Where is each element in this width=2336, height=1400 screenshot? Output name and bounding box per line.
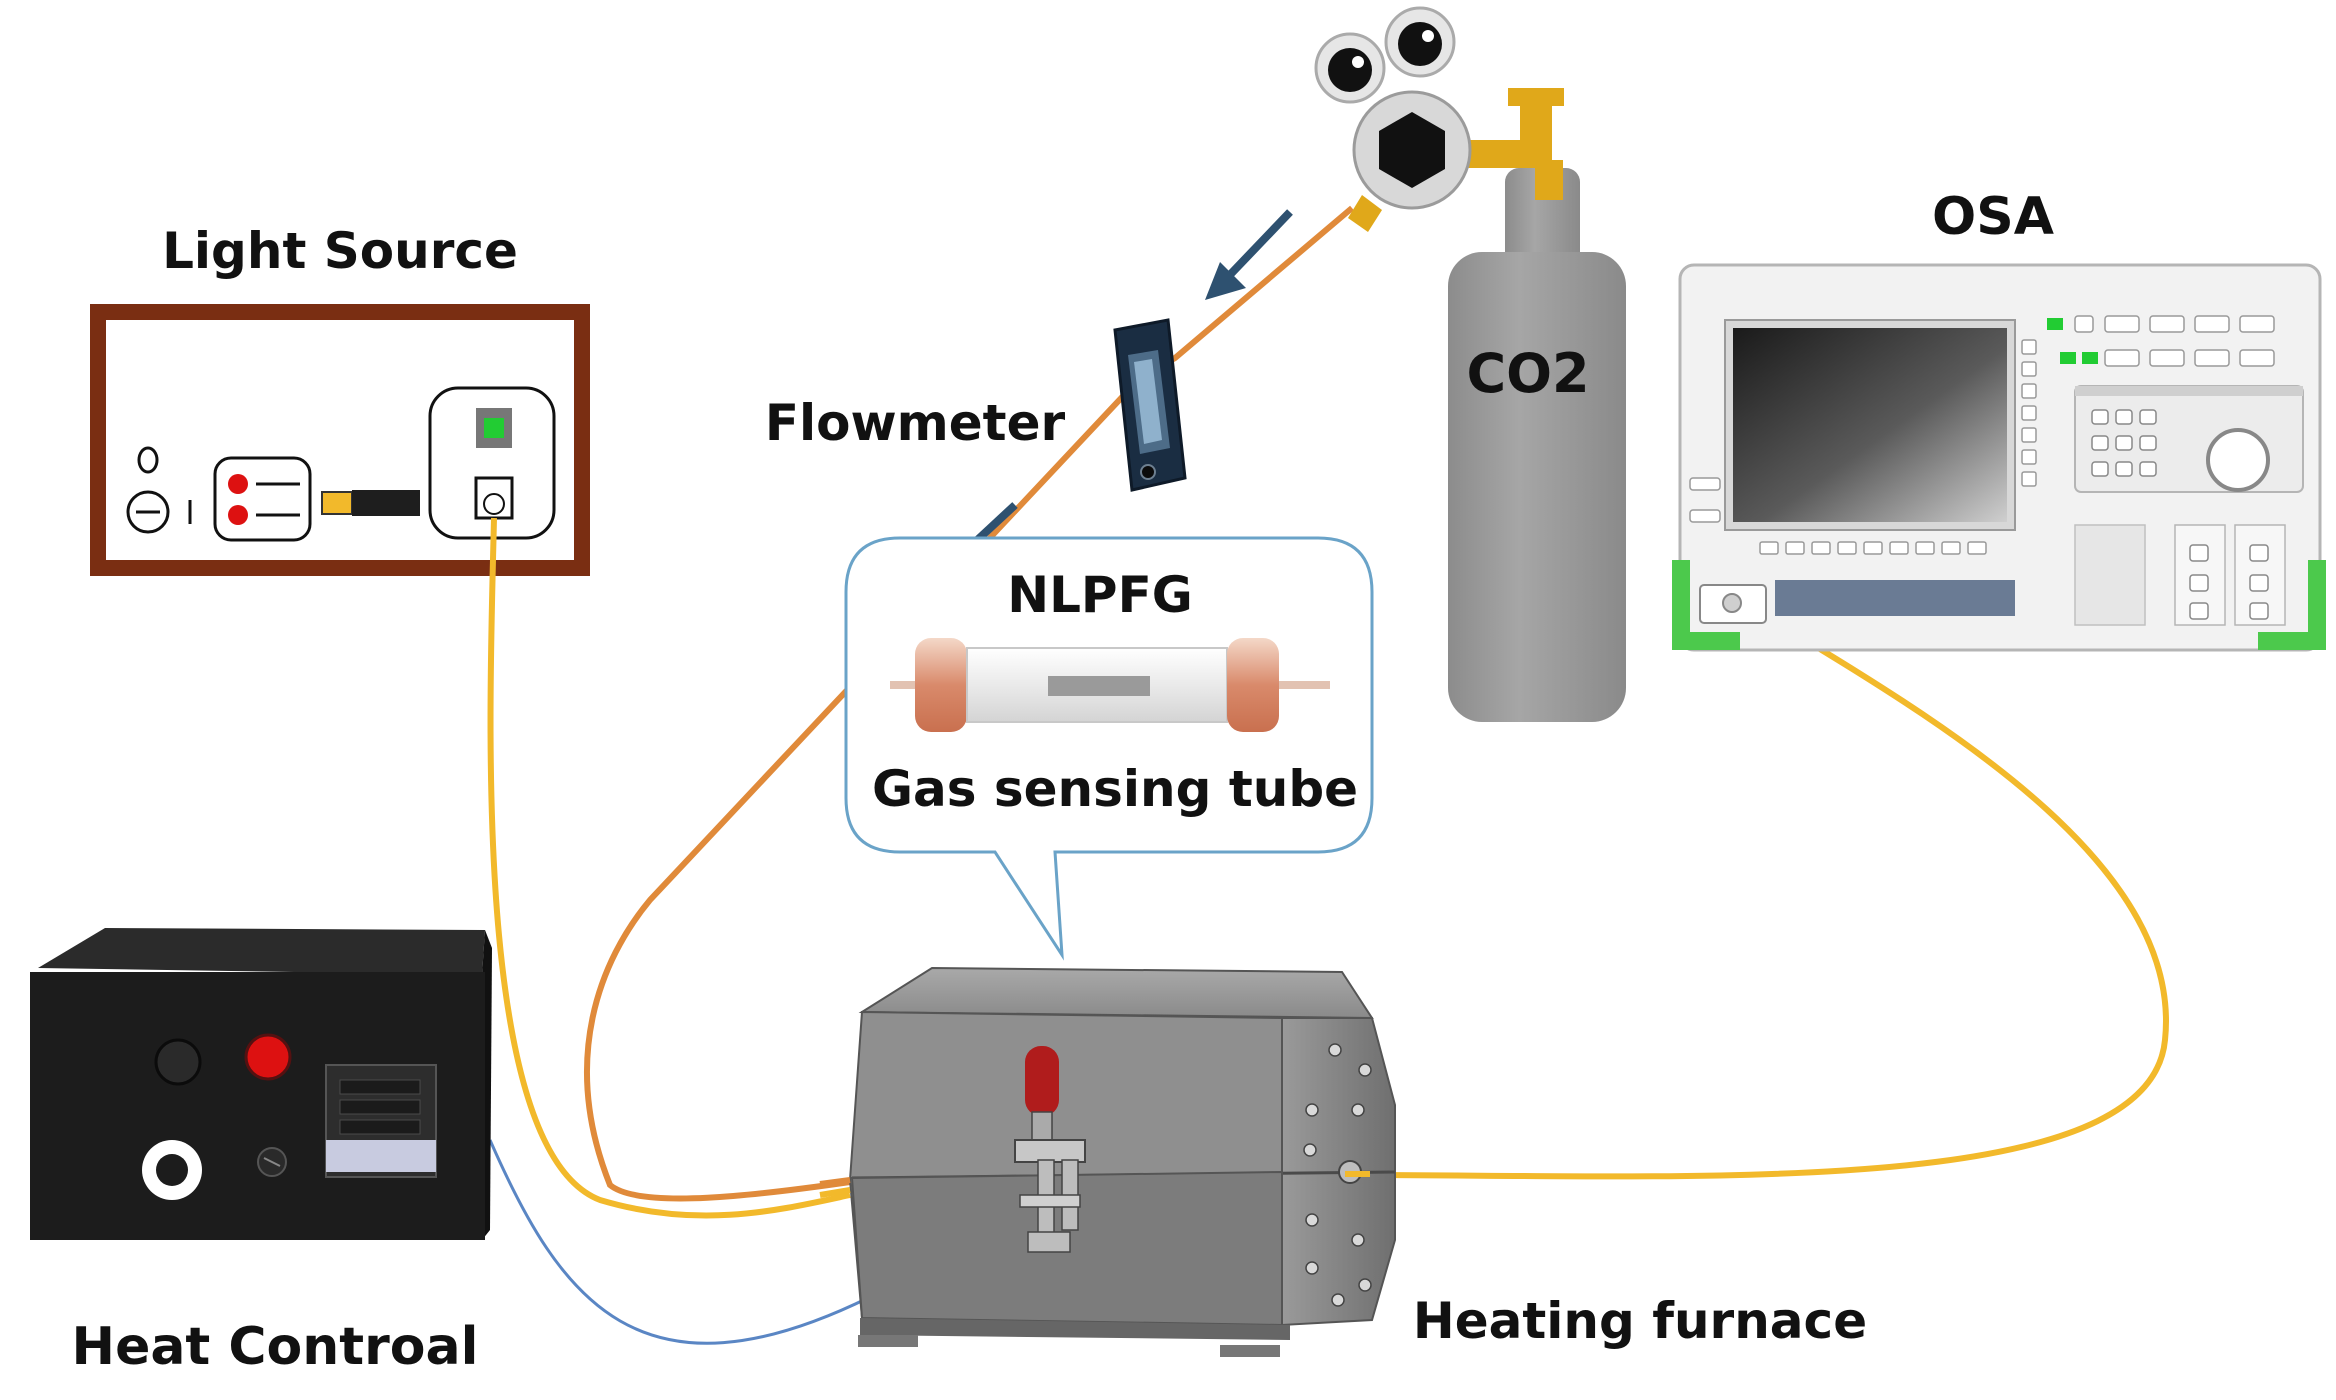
- label-co2: CO2: [1466, 342, 1589, 405]
- fuse-holder-icon: [156, 1154, 188, 1186]
- knob-icon: [154, 1038, 202, 1086]
- output-module: [428, 386, 556, 540]
- label-heating-furnace: Heating furnace: [1413, 1292, 1867, 1350]
- osa-keypad: [2074, 385, 2304, 493]
- flow-arrow-icon: [1205, 209, 1293, 300]
- label-flowmeter: Flowmeter: [765, 394, 1066, 452]
- green-indicator-icon: [2047, 318, 2063, 330]
- cylinder-body: [1448, 252, 1626, 722]
- red-indicator-icon: [228, 505, 248, 525]
- co2-cylinder: [1448, 168, 1626, 722]
- label-osa: OSA: [1932, 187, 2054, 247]
- label-light-source: Light Source: [162, 222, 518, 280]
- tube-end-cap-left: [915, 638, 967, 732]
- fiber-light-source-to-furnace: [487, 517, 851, 1219]
- osa-knob-icon: [2206, 428, 2270, 492]
- power-switch-icon: [126, 446, 192, 534]
- red-indicator-icon: [228, 474, 248, 494]
- label-heat-control: Heat Controal: [72, 1317, 479, 1377]
- fiber-furnace-to-osa: [1354, 597, 2169, 1180]
- outlet-fitting: [1348, 195, 1382, 232]
- label-nlpfg: NLPFG: [1007, 566, 1193, 624]
- green-indicator-icon: [484, 418, 504, 438]
- heating-furnace-device: [848, 966, 1396, 1357]
- osa-screen: [1733, 328, 2007, 522]
- fiber-grating-element: [1048, 676, 1150, 696]
- green-indicator-icon: [2082, 352, 2098, 364]
- red-button-icon: [244, 1033, 292, 1081]
- label-gas-sensing-tube: Gas sensing tube: [872, 760, 1358, 818]
- gas-line: [584, 205, 1354, 1202]
- laser-indicator-panel: [213, 456, 312, 542]
- osa-bumper-left: [1672, 560, 1740, 650]
- gas-sensing-tube-callout: [844, 536, 1374, 961]
- latch-clamp-icon: [1014, 1046, 1086, 1253]
- key-body: [352, 490, 420, 516]
- hexagon-nut-icon: [1379, 112, 1445, 188]
- key-connector: [321, 491, 353, 515]
- flowmeter-device: [1113, 318, 1187, 492]
- gas-sensing-tube: [890, 638, 1330, 732]
- fiber-port-icon: [483, 493, 505, 515]
- osa-bumper-right: [2258, 560, 2326, 650]
- light-source-device: [90, 304, 590, 576]
- osa-device: [1672, 263, 2326, 652]
- osa-slot: [1775, 580, 2015, 616]
- tube-end-cap-right: [1227, 638, 1279, 732]
- signal-wire: [488, 1139, 871, 1345]
- heat-control-device: [30, 928, 492, 1240]
- green-indicator-icon: [2060, 352, 2076, 364]
- gas-regulator: [1314, 6, 1564, 232]
